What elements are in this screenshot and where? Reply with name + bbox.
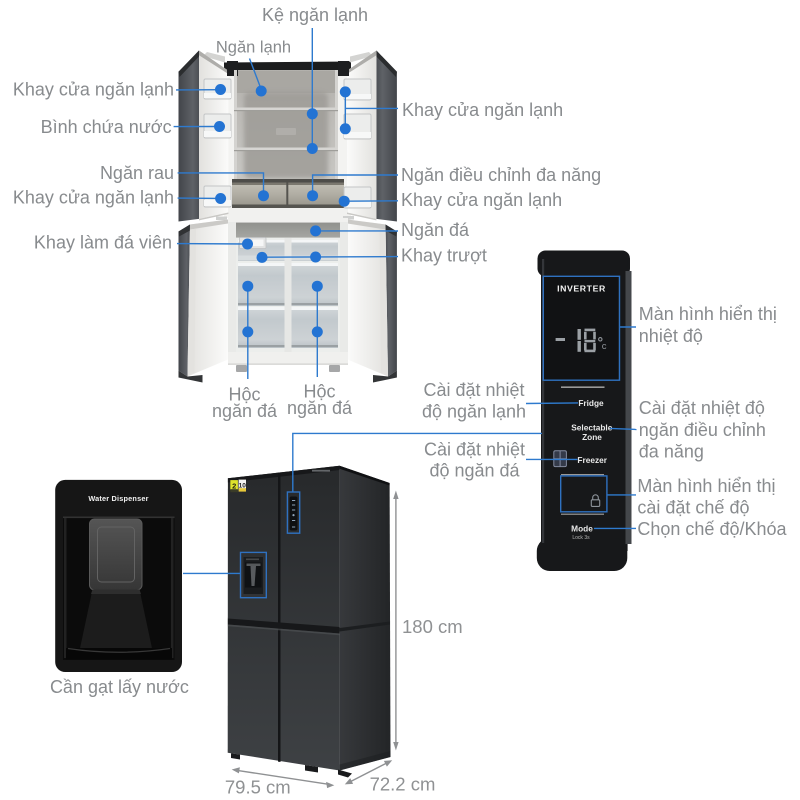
svg-text:79.5 cm: 79.5 cm [225, 777, 291, 798]
svg-text:ngăn đá: ngăn đá [287, 398, 353, 418]
svg-text:c: c [602, 341, 607, 352]
svg-text:nhiệt độ: nhiệt độ [639, 326, 703, 346]
svg-text:Khay làm đá viên: Khay làm đá viên [34, 233, 172, 253]
svg-text:Fridge: Fridge [578, 398, 604, 408]
svg-text:đa năng: đa năng [639, 442, 704, 462]
svg-text:INVERTER: INVERTER [557, 284, 606, 294]
svg-text:Khay cửa ngăn lạnh: Khay cửa ngăn lạnh [402, 100, 563, 120]
svg-text:Chọn chế độ/Khóa: Chọn chế độ/Khóa [637, 519, 787, 539]
svg-text:ngăn điều chỉnh: ngăn điều chỉnh [639, 420, 766, 440]
svg-text:Hộc: Hộc [228, 385, 260, 405]
svg-text:Ngăn điều chỉnh đa năng: Ngăn điều chỉnh đa năng [401, 165, 601, 185]
svg-text:Màn hình hiển thị: Màn hình hiển thị [637, 476, 775, 496]
svg-text:Khay trượt: Khay trượt [401, 246, 487, 266]
svg-text:Khay cửa ngăn lạnh: Khay cửa ngăn lạnh [401, 190, 562, 210]
svg-text:Mode: Mode [571, 523, 593, 533]
svg-text:Ngăn lạnh: Ngăn lạnh [216, 39, 291, 57]
svg-text:Cài đặt nhiệt: Cài đặt nhiệt [423, 380, 524, 400]
svg-text:Hộc: Hộc [303, 382, 335, 402]
svg-text:72.2 cm: 72.2 cm [370, 774, 436, 795]
svg-text:độ ngăn lạnh: độ ngăn lạnh [422, 402, 526, 422]
svg-text:Zone: Zone [582, 432, 602, 442]
svg-text:Kệ ngăn lạnh: Kệ ngăn lạnh [262, 5, 368, 25]
svg-text:2: 2 [232, 482, 236, 491]
svg-text:Khay cửa ngăn lạnh: Khay cửa ngăn lạnh [13, 188, 174, 208]
svg-text:Lock 3s: Lock 3s [572, 535, 590, 541]
svg-text:Water Dispenser: Water Dispenser [88, 494, 148, 503]
svg-text:180 cm: 180 cm [402, 616, 463, 637]
svg-text:Cần gạt lấy nước: Cần gạt lấy nước [50, 677, 189, 697]
svg-text:Khay cửa ngăn lạnh: Khay cửa ngăn lạnh [13, 80, 174, 100]
svg-text:ngăn đá: ngăn đá [212, 401, 278, 421]
svg-text:10: 10 [239, 482, 247, 489]
svg-text:cài đặt chế độ: cài đặt chế độ [637, 498, 749, 518]
svg-text:Cài đặt nhiệt độ: Cài đặt nhiệt độ [639, 398, 765, 418]
svg-text:Ngăn đá: Ngăn đá [401, 220, 470, 240]
svg-text:Freezer: Freezer [577, 455, 607, 465]
svg-text:Selectable: Selectable [571, 423, 612, 433]
svg-text:Màn hình hiển thị: Màn hình hiển thị [639, 304, 777, 324]
svg-text:Ngăn rau: Ngăn rau [100, 163, 174, 183]
svg-text:độ ngăn đá: độ ngăn đá [429, 461, 520, 481]
svg-text:Cài đặt nhiệt: Cài đặt nhiệt [424, 440, 525, 460]
svg-text:Bình chứa nước: Bình chứa nước [41, 117, 172, 137]
